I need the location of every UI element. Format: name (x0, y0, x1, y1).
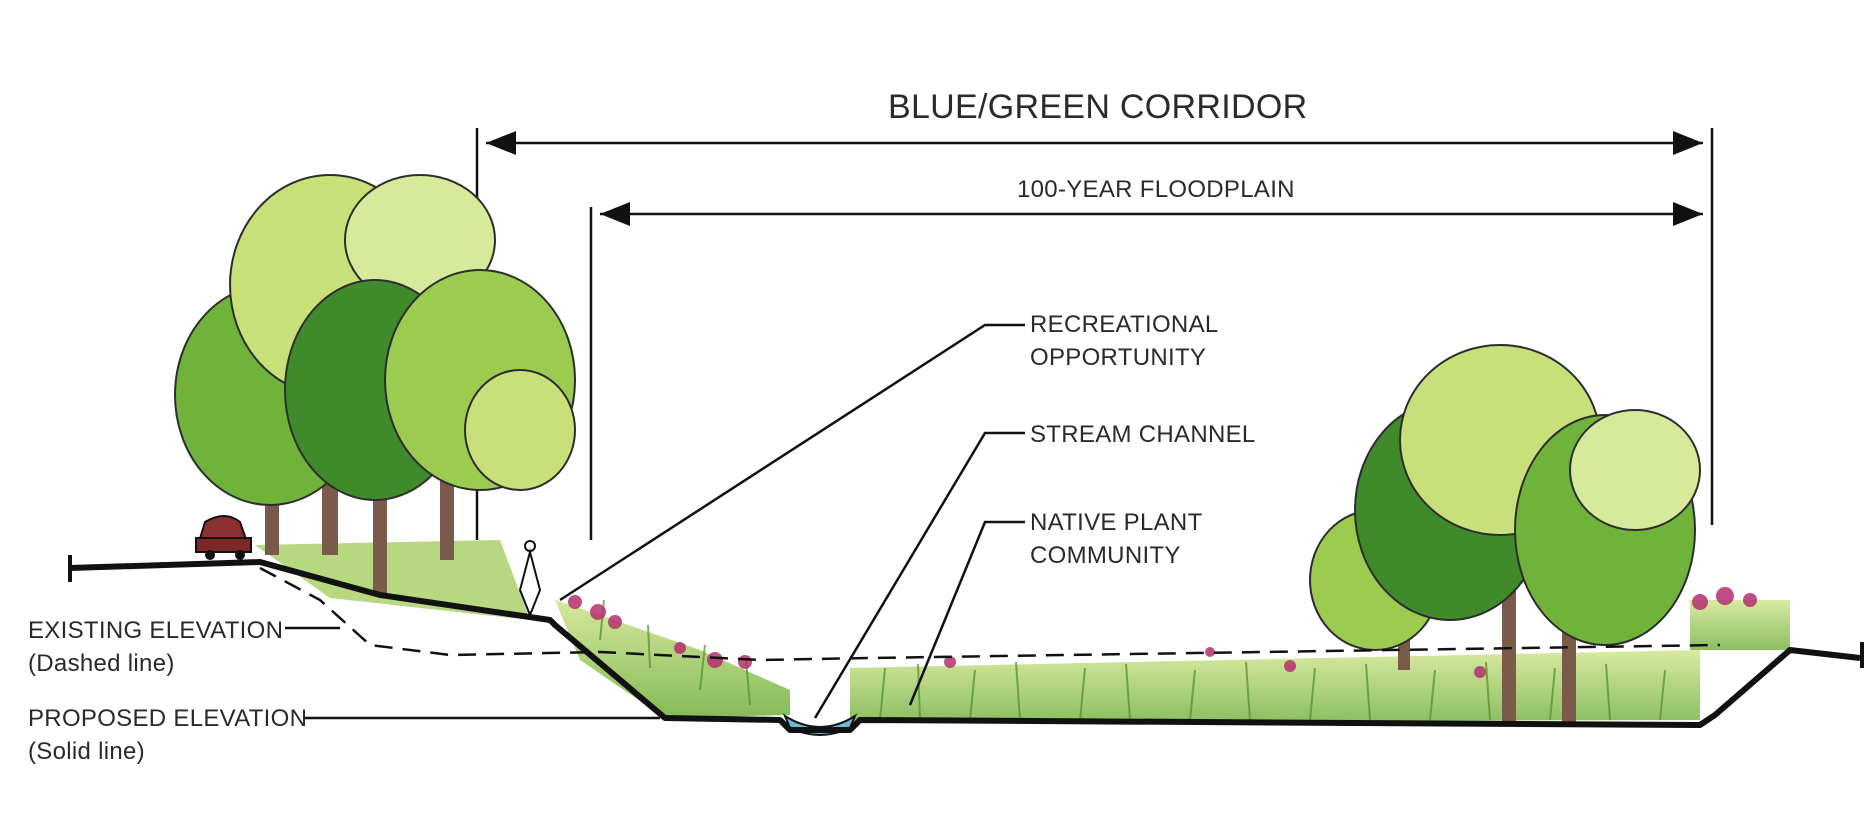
native-callout: NATIVE PLANT COMMUNITY (1030, 506, 1203, 572)
existing-elevation-callout: EXISTING ELEVATION (Dashed line) (28, 614, 283, 680)
native-line1: NATIVE PLANT (1030, 509, 1203, 536)
native-plant-community (255, 540, 1790, 722)
floodplain-dimension (589, 202, 1703, 540)
recreational-line2: OPPORTUNITY (1030, 344, 1207, 371)
recreational-line1: RECREATIONAL (1030, 311, 1219, 338)
car-icon (195, 515, 252, 560)
existing-line2: (Dashed line) (28, 650, 175, 677)
leader-lines (285, 323, 1025, 720)
proposed-line1: PROPOSED ELEVATION (28, 705, 308, 732)
stream-line1: STREAM CHANNEL (1030, 421, 1256, 448)
proposed-elevation-callout: PROPOSED ELEVATION (Solid line) (28, 702, 307, 768)
native-line2: COMMUNITY (1030, 542, 1181, 569)
recreational-callout: RECREATIONAL OPPORTUNITY (1030, 308, 1219, 374)
native-leader (908, 520, 1025, 706)
stream-callout: STREAM CHANNEL (1030, 418, 1256, 451)
proposed-line2: (Solid line) (28, 738, 145, 765)
recreational-leader (559, 323, 1025, 602)
stream-leader (813, 431, 1025, 719)
proposed-elevation-line (69, 559, 1861, 733)
corridor-title: BLUE/GREEN CORRIDOR (888, 88, 1308, 126)
left-trees (174, 174, 576, 595)
right-trees (1309, 344, 1701, 725)
existing-line1: EXISTING ELEVATION (28, 617, 284, 644)
floodplain-label: 100-YEAR FLOODPLAIN (1017, 176, 1295, 203)
